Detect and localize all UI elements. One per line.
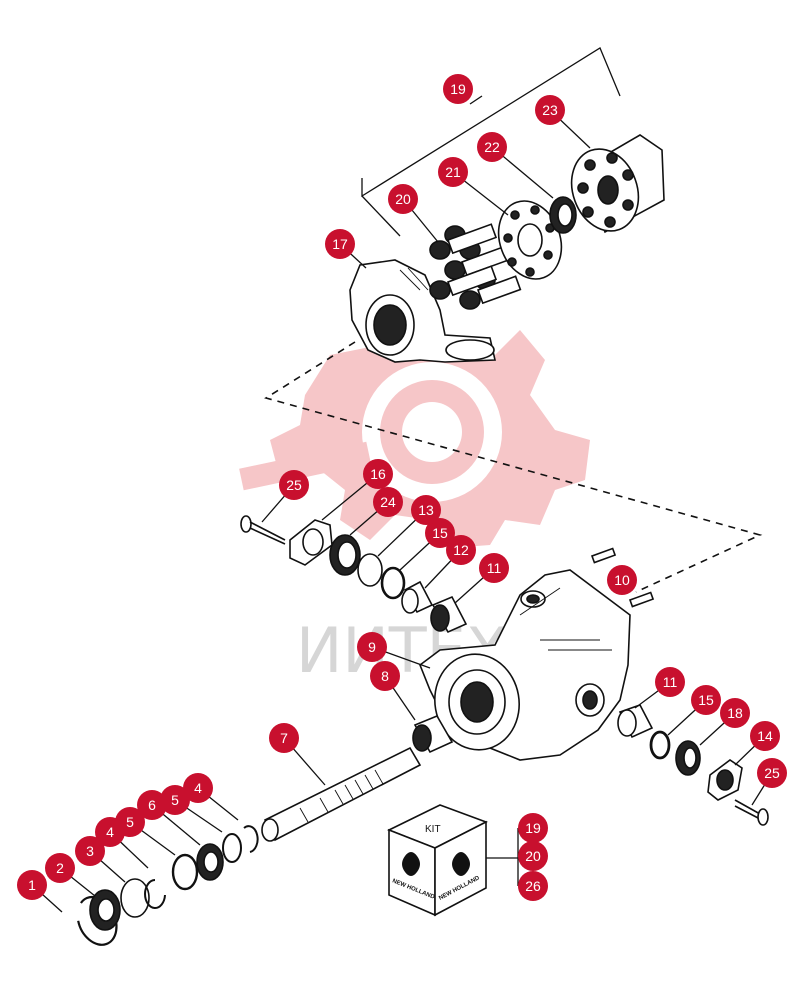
svg-text:3: 3: [86, 843, 94, 859]
callout-3: 3: [75, 836, 105, 866]
svg-text:21: 21: [445, 164, 461, 180]
callout-12: 12: [446, 535, 476, 565]
callout-10: 10: [607, 565, 637, 595]
callout-20: 20: [388, 184, 418, 214]
kit-box: KIT NEW HOLLAND NEW HOLLAND: [387, 804, 519, 917]
callout-1: 1: [17, 870, 47, 900]
svg-text:15: 15: [698, 692, 714, 708]
svg-text:4: 4: [106, 824, 114, 840]
callout-20-kit: 20: [518, 841, 548, 871]
callout-9: 9: [357, 632, 387, 662]
needle-bearing-part-upper: [430, 595, 468, 634]
callout-18: 18: [720, 698, 750, 728]
o-ring-part: [357, 553, 383, 587]
pins-part: [590, 547, 655, 608]
svg-text:12: 12: [453, 542, 469, 558]
spacer-ring-part: [120, 878, 150, 918]
drive-shaft-part: [261, 746, 422, 842]
svg-text:24: 24: [380, 494, 396, 510]
svg-text:1: 1: [28, 877, 36, 893]
retainer-plate-part: [497, 200, 563, 280]
svg-text:17: 17: [332, 236, 348, 252]
pump-housing-part: [419, 569, 631, 761]
callout-25a: 25: [279, 470, 309, 500]
washer-part-2: [222, 833, 242, 863]
callout-19-kit: 19: [518, 813, 548, 843]
svg-text:16: 16: [370, 466, 386, 482]
retaining-ring-part-2: [243, 825, 259, 853]
callout-5b: 5: [160, 785, 190, 815]
svg-text:6: 6: [148, 797, 156, 813]
bearing-part-small: [89, 889, 121, 931]
cover-flange-part: [707, 759, 743, 801]
callout-7: 7: [269, 723, 299, 753]
svg-text:20: 20: [395, 191, 411, 207]
svg-text:19: 19: [525, 820, 541, 836]
callout-2: 2: [45, 853, 75, 883]
bracket-group-19: [361, 47, 621, 237]
svg-text:14: 14: [757, 728, 773, 744]
callout-24: 24: [373, 487, 403, 517]
callout-14: 14: [750, 721, 780, 751]
svg-text:5: 5: [126, 814, 134, 830]
ring-part-right: [649, 730, 671, 760]
callout-23: 23: [535, 95, 565, 125]
needle-bearing-part-right: [617, 704, 654, 739]
kit-label: KIT: [425, 824, 441, 835]
spherical-washer-part: [549, 196, 577, 234]
retaining-ring-part: [144, 879, 166, 909]
cylinder-block-part: [570, 134, 665, 234]
svg-text:22: 22: [484, 139, 500, 155]
washer-part: [171, 853, 199, 891]
thrust-bearing-part: [196, 843, 224, 881]
callout-5a: 5: [115, 807, 145, 837]
callout-21: 21: [438, 157, 468, 187]
callout-6: 6: [137, 790, 167, 820]
seal-part: [329, 534, 361, 576]
svg-text:9: 9: [368, 639, 376, 655]
svg-text:20: 20: [525, 848, 541, 864]
callout-11a: 11: [479, 553, 509, 583]
callout-11b: 11: [655, 667, 685, 697]
callout-13: 13: [411, 495, 441, 525]
swash-plate-housing-part: [349, 259, 496, 363]
needle-bearing-part: [412, 714, 454, 754]
svg-text:19: 19: [450, 81, 466, 97]
callout-8: 8: [370, 661, 400, 691]
svg-text:23: 23: [542, 102, 558, 118]
svg-text:25: 25: [764, 765, 780, 781]
callout-17: 17: [325, 229, 355, 259]
svg-text:8: 8: [381, 668, 389, 684]
svg-text:7: 7: [280, 730, 288, 746]
svg-text:11: 11: [663, 674, 678, 690]
svg-text:13: 13: [418, 502, 434, 518]
callout-15b: 15: [691, 685, 721, 715]
svg-text:25: 25: [286, 477, 302, 493]
flange-part: [289, 519, 333, 566]
ring-part-upper: [380, 566, 406, 600]
svg-text:15: 15: [432, 525, 448, 541]
callout-4b: 4: [183, 773, 213, 803]
assembly-dashed-line: [264, 341, 763, 593]
callout-22: 22: [477, 132, 507, 162]
bolt-part-left: [240, 515, 286, 545]
svg-text:18: 18: [727, 705, 743, 721]
svg-text:26: 26: [525, 878, 541, 894]
callout-26: 26: [518, 871, 548, 901]
svg-text:4: 4: [194, 780, 202, 796]
callout-16: 16: [363, 459, 393, 489]
svg-text:11: 11: [487, 560, 502, 576]
piston-set-part: [429, 223, 522, 310]
watermark-gear-logo: [239, 318, 590, 548]
bolt-part-right: [734, 799, 769, 826]
bushing-part: [401, 580, 434, 614]
svg-text:10: 10: [614, 572, 630, 588]
callout-25b: 25: [757, 758, 787, 788]
callout-15a: 15: [425, 518, 455, 548]
callout-19-top: 19: [443, 74, 473, 104]
bearing-part: [675, 740, 701, 776]
svg-text:5: 5: [171, 792, 179, 808]
svg-text:2: 2: [56, 860, 64, 876]
